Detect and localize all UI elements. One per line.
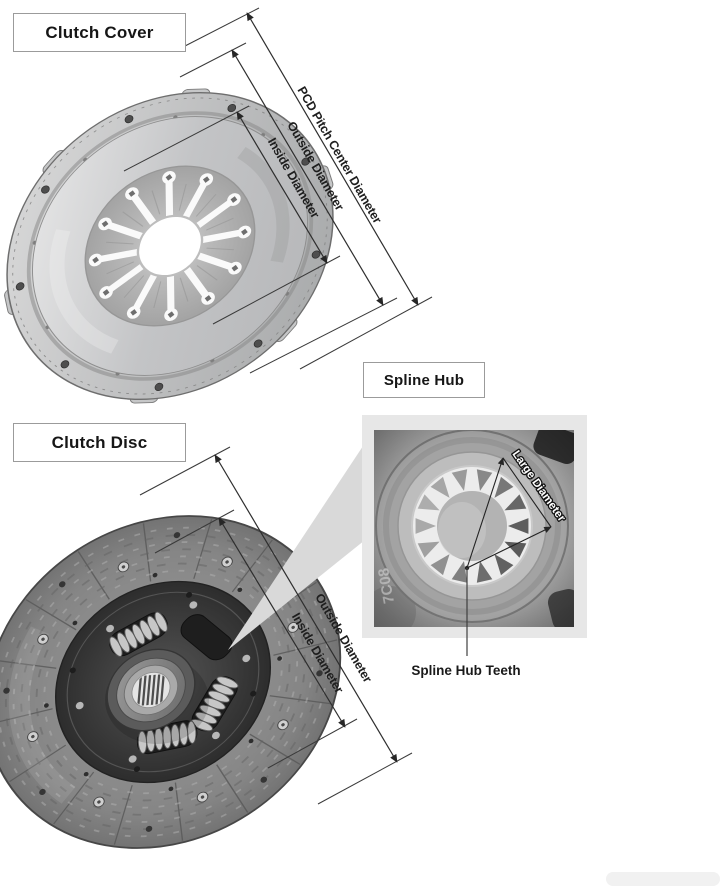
background-artifact <box>606 872 720 886</box>
clutch-disc-label-box: Clutch Disc <box>13 423 186 462</box>
clutch-cover-label-box: Clutch Cover <box>13 13 186 52</box>
disc-hub <box>106 648 196 732</box>
spline-hub-photo: 7C08 <box>374 430 574 627</box>
spline-hub-label-box: Spline Hub <box>363 362 485 398</box>
clutch-cover-photo <box>4 88 334 404</box>
cover-spring-fingers <box>88 171 252 321</box>
spline-hub-inset: 7C08 Large Diameter <box>362 415 587 656</box>
cover-center-hole <box>136 214 204 278</box>
clutch-disc-label: Clutch Disc <box>51 432 148 452</box>
spline-hub-teeth-label: Spline Hub Teeth <box>411 663 521 678</box>
cover-sheen-highlight <box>49 132 291 360</box>
clutch-cover-label: Clutch Cover <box>45 22 154 42</box>
hub-spline-ribs <box>137 674 165 706</box>
spline-hub-label: Spline Hub <box>383 371 465 389</box>
